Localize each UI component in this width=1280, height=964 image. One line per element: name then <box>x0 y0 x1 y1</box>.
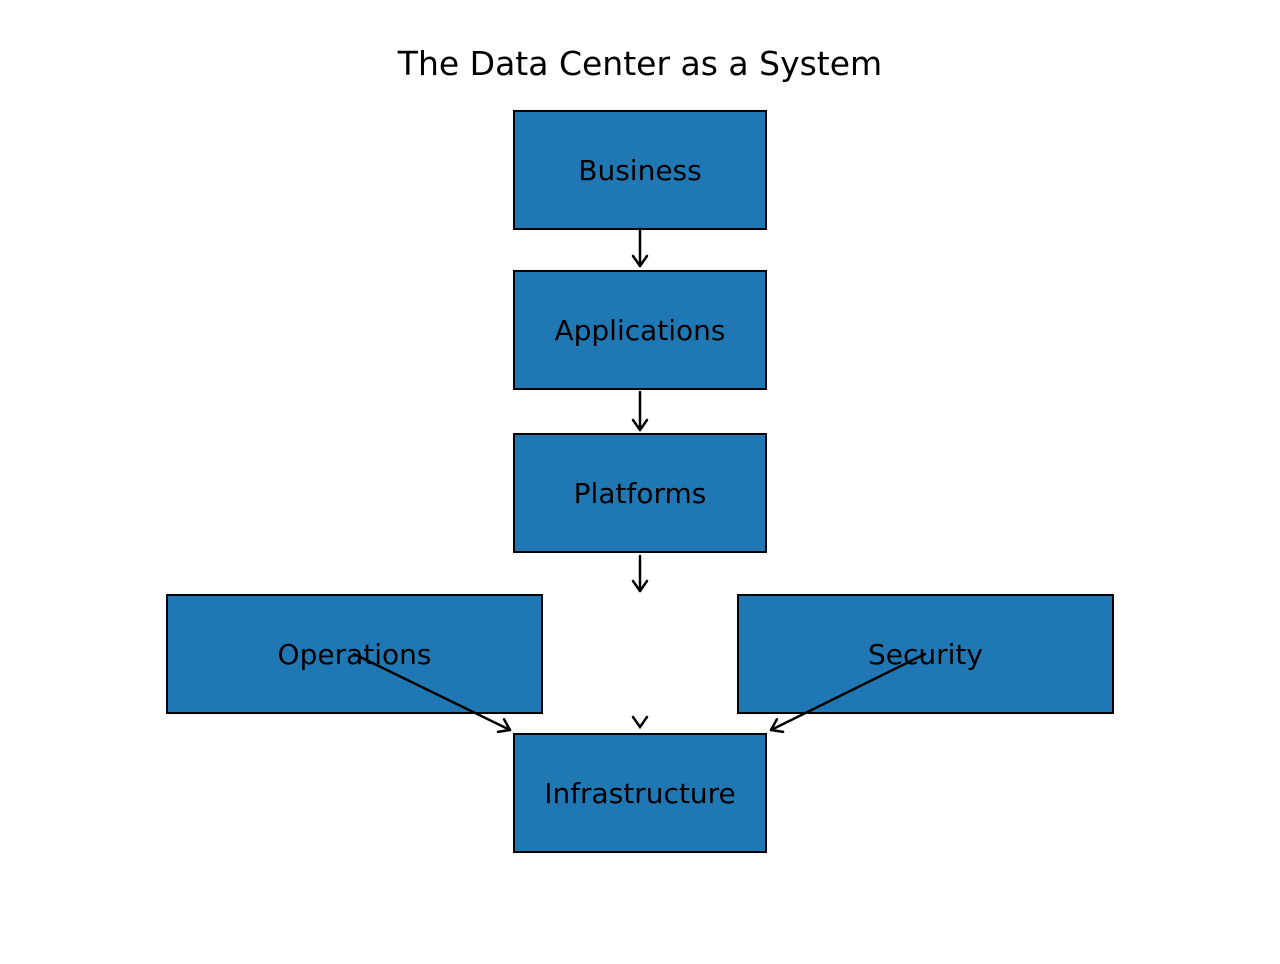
node-label-platforms: Platforms <box>573 476 707 510</box>
node-security: Security <box>737 594 1114 714</box>
node-label-security: Security <box>868 637 983 671</box>
node-label-infrastructure: Infrastructure <box>544 776 736 810</box>
diagram-title: The Data Center as a System <box>397 44 883 83</box>
node-label-business: Business <box>578 153 702 187</box>
node-infrastructure: Infrastructure <box>513 733 767 853</box>
node-platforms: Platforms <box>513 433 767 553</box>
node-applications: Applications <box>513 270 767 390</box>
node-operations: Operations <box>166 594 543 714</box>
node-label-operations: Operations <box>277 637 432 671</box>
node-business: Business <box>513 110 767 230</box>
node-label-applications: Applications <box>554 313 726 347</box>
